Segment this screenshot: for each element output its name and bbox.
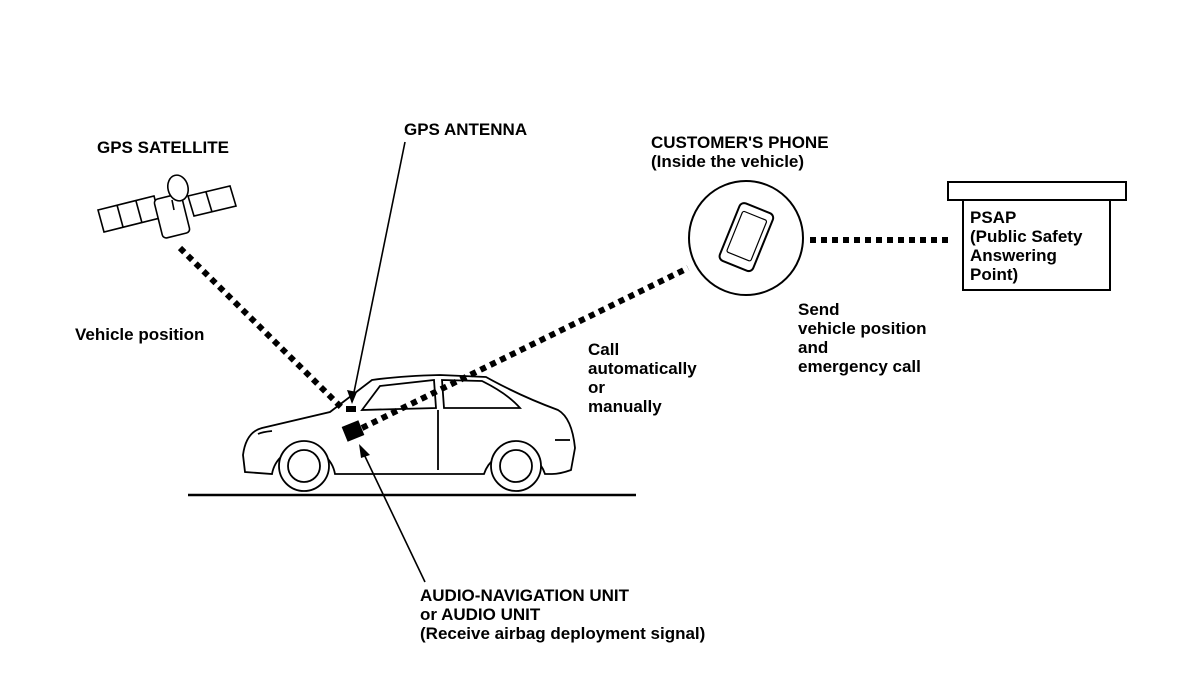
audio-unit-label: AUDIO-NAVIGATION UNIT or AUDIO UNIT (Rec… [420,586,706,643]
building-icon [947,181,1127,291]
psap-label: PSAP (Public Safety Answering Point) [970,208,1083,284]
satellite-signal-line [177,245,345,411]
audio-unit-block [341,420,365,442]
audio-unit-arrowhead [359,444,370,458]
audio-unit-leader [360,447,426,583]
gps-antenna-label: GPS ANTENNA [404,120,528,139]
gps-antenna-mark [346,406,356,412]
gps-satellite-label: GPS SATELLITE [97,138,229,157]
customer-phone-label: CUSTOMER'S PHONE (Inside the vehicle) [651,133,829,171]
call-label: Call automatically or manually [588,340,697,416]
phone-icon [718,202,775,273]
send-label: Send vehicle position and emergency call [798,300,927,376]
gps-antenna-leader [351,141,406,403]
satellite-icon [97,174,238,239]
car-to-phone-line [360,265,690,431]
gps-antenna-arrowhead [347,390,357,404]
car-icon [242,374,576,492]
vehicle-position-label: Vehicle position [75,325,205,344]
